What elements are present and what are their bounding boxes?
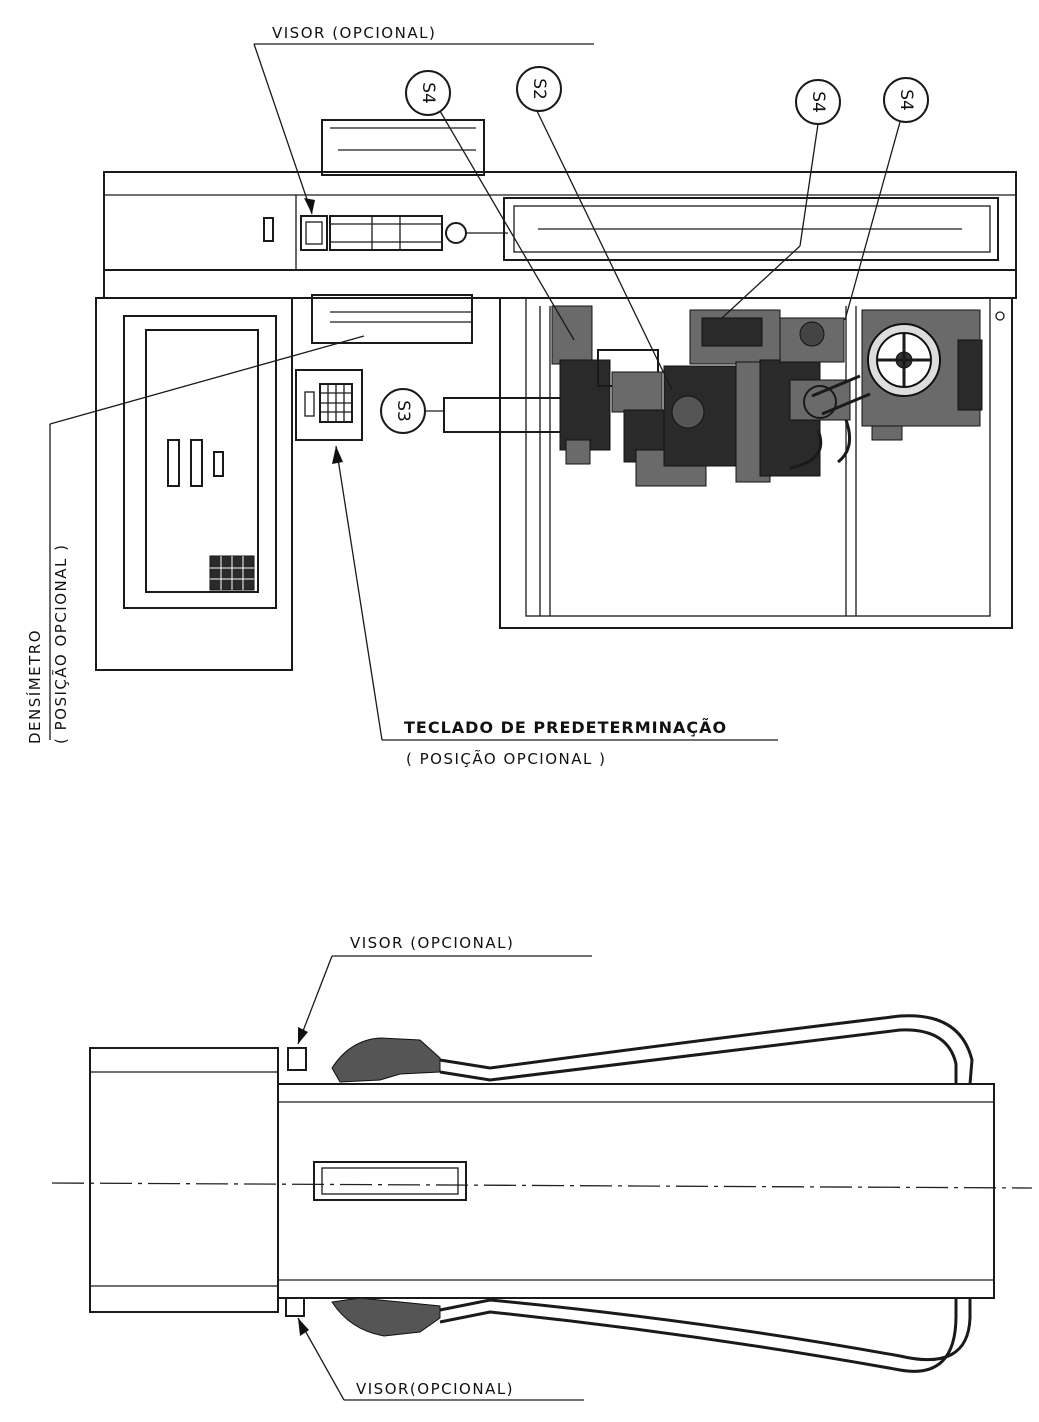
label-densimetro: DENSÍMETRO xyxy=(25,629,44,744)
plan-head-block xyxy=(89,1047,279,1313)
marker-s2: S2 xyxy=(516,66,673,391)
label-visor-plan-top: VISOR (OPCIONAL) xyxy=(350,934,514,952)
label-visor-plan-bottom: VISOR(OPCIONAL) xyxy=(356,1380,514,1398)
plan-main-body xyxy=(277,1083,995,1299)
marker-s3: S3 xyxy=(380,388,444,434)
label-visor-top: VISOR (OPCIONAL) xyxy=(272,24,436,42)
label-teclado-position: ( POSIÇÃO OPCIONAL ) xyxy=(406,749,606,768)
svg-text:S4: S4 xyxy=(808,91,828,113)
hose-bottom xyxy=(331,1297,972,1373)
densimeter xyxy=(311,294,473,344)
marker-s4-left: S4 xyxy=(405,70,575,341)
predetermination-keypad xyxy=(295,369,363,441)
pump-meter-assembly xyxy=(551,305,852,487)
top-fitting xyxy=(321,119,485,176)
svg-text:S4: S4 xyxy=(418,82,438,104)
label-teclado: TECLADO DE PREDETERMINAÇÃO xyxy=(404,718,727,737)
display-window xyxy=(503,197,999,261)
svg-text:S4: S4 xyxy=(896,89,916,111)
marker-s4-right-b: S4 xyxy=(844,77,929,321)
side-cabinet xyxy=(95,297,293,671)
body-base xyxy=(103,269,1017,299)
front-elevation: S4 S2 S4 S4 S3 VISOR (OPCIONAL) xyxy=(25,24,1017,768)
visor-window xyxy=(300,215,328,251)
label-densimetro-position: ( POSIÇÃO OPCIONAL ) xyxy=(51,544,70,744)
head-housing xyxy=(103,171,1017,271)
marker-s4-right-a: S4 xyxy=(721,79,841,319)
plan-display-slot xyxy=(313,1161,467,1201)
svg-text:S2: S2 xyxy=(529,78,549,100)
hose-top xyxy=(331,1014,974,1085)
plan-view: VISOR (OPCIONAL) VISOR(OPCIONAL) xyxy=(51,934,1033,1401)
motor xyxy=(811,309,983,441)
svg-text:S3: S3 xyxy=(393,400,413,422)
